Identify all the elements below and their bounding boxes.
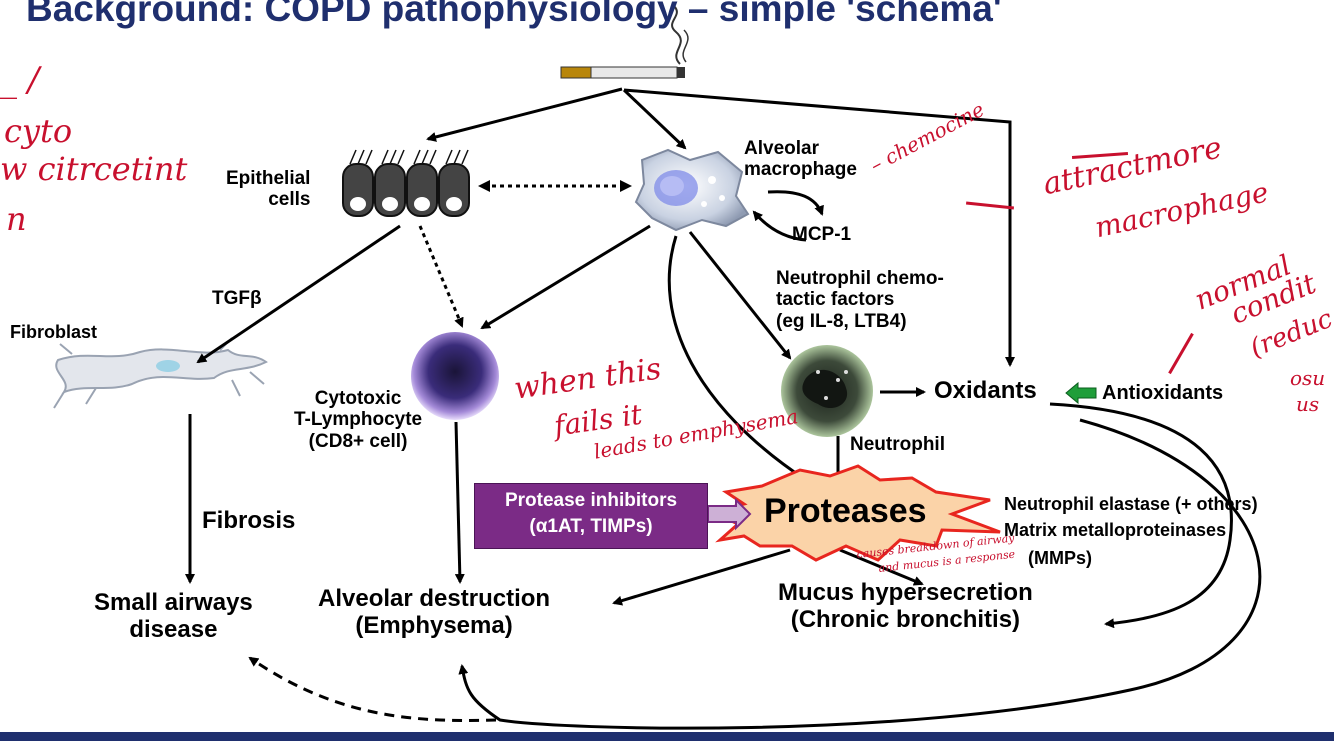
- alveolar-destruction-label: Alveolar destruction (Emphysema): [318, 585, 551, 639]
- neutrophil-chemotactic-label: Neutrophil chemo- tactic factors (eg IL-…: [776, 268, 944, 332]
- annotation-top-left-4: n: [6, 200, 27, 238]
- neutrophil-elastase-label: Neutrophil elastase (+ others): [1004, 494, 1258, 514]
- tgf-beta-label: TGFβ: [212, 288, 262, 309]
- mcp1-loop-arrows: [752, 190, 824, 242]
- fibroblast-icon: [53, 337, 268, 409]
- pathway-arrows: [185, 224, 1262, 730]
- annotation-top-left-2: cyto: [4, 112, 73, 150]
- mmp-label: Matrix metalloproteinases: [1004, 520, 1227, 540]
- antioxidant-arrow-icon: [1065, 381, 1097, 405]
- protease-inhibitors-box: Protease inhibitors (α1AT, TIMPs): [474, 483, 708, 549]
- fibroblast-label: Fibroblast: [10, 322, 98, 342]
- macrophage-icon: [634, 148, 750, 232]
- mucus-hypersecretion-label: Mucus hypersecretion (Chronic bronchitis…: [778, 579, 1033, 633]
- annotation-normal-5: us: [1296, 392, 1320, 416]
- smoke-arrows: [426, 87, 1015, 367]
- annotation-top-left-1: _ /: [0, 60, 40, 100]
- epithelial-cells-label: Epithelial cells: [226, 168, 311, 211]
- epithelial-macrophage-link: [478, 180, 632, 192]
- inhibitor-arrow: [707, 497, 752, 531]
- oxidants-label: Oxidants: [934, 377, 1037, 404]
- fibrosis-label: Fibrosis: [202, 507, 296, 534]
- annotation-top-left-3: w citrcetint: [0, 150, 188, 188]
- footer-bar: [0, 732, 1334, 741]
- neutrophil-label: Neutrophil: [850, 434, 945, 455]
- neutrophil-icon: [781, 345, 873, 437]
- cigarette-icon: [560, 5, 689, 79]
- protease-inhibitors-examples: (α1AT, TIMPs): [529, 515, 653, 537]
- proteases-label: Proteases: [764, 492, 927, 530]
- mcp1-label: MCP-1: [792, 224, 852, 245]
- page-title: Background: COPD pathophysiology – simpl…: [26, 0, 1002, 29]
- mmp-abbreviation-label: (MMPs): [1028, 548, 1092, 568]
- annotation-normal-4: osu: [1290, 366, 1326, 390]
- protease-inhibitors-label: Protease inhibitors: [504, 490, 678, 511]
- antioxidants-label: Antioxidants: [1102, 382, 1224, 404]
- epithelial-cells-icon: [342, 149, 470, 217]
- alveolar-macrophage-label: Alveolar macrophage: [744, 138, 857, 181]
- t-lymphocyte-icon: [411, 332, 499, 420]
- cytotoxic-t-lymphocyte-label: Cytotoxic T-Lymphocyte (CD8+ cell): [294, 388, 423, 452]
- small-airways-disease-label: Small airways disease: [94, 589, 253, 643]
